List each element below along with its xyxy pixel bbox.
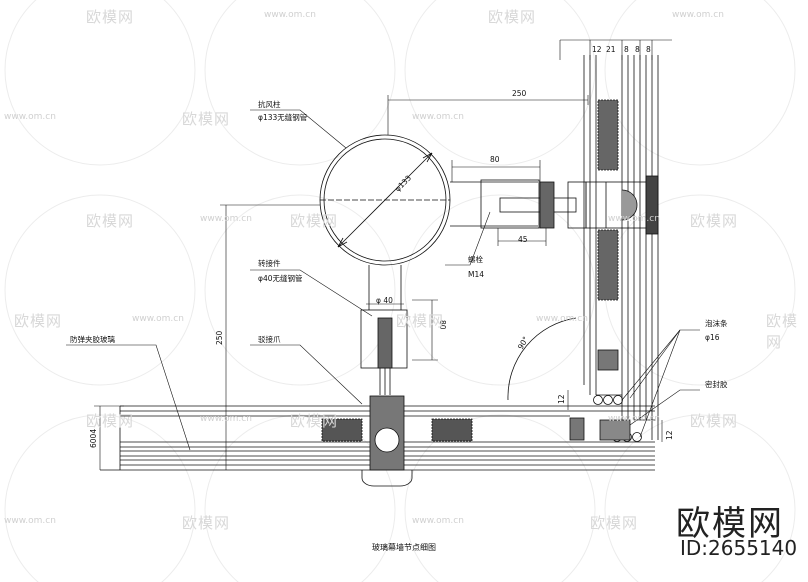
watermark-brand: 欧模网 bbox=[766, 312, 799, 351]
dimension-lines bbox=[66, 39, 700, 470]
watermark-url: www.om.cn bbox=[200, 214, 252, 224]
rod-spec: φ16 bbox=[705, 333, 720, 342]
dim-40: φ 40 bbox=[376, 296, 393, 305]
dim-12-right: 12 bbox=[665, 430, 674, 440]
watermark-url: www.om.cn bbox=[672, 10, 724, 20]
top-dim-8a: 8 bbox=[624, 45, 629, 54]
watermark-brand: 欧模网 bbox=[86, 412, 135, 430]
watermark-url: www.om.cn bbox=[412, 112, 464, 122]
watermark-url: www.om.cn bbox=[4, 112, 56, 122]
glass-title: 防弹夹胶玻璃 bbox=[70, 334, 115, 344]
top-dim-8c: 8 bbox=[646, 45, 651, 54]
connector-title: 转接件 bbox=[258, 258, 281, 268]
vertical-connector bbox=[360, 265, 413, 487]
dim-45-arm: 45 bbox=[518, 235, 528, 244]
watermark-url: www.om.cn bbox=[132, 314, 184, 324]
watermark-circles bbox=[4, 0, 796, 582]
vertical-glass-panel bbox=[583, 55, 659, 440]
dim-250-vertical: 250 bbox=[215, 330, 224, 345]
watermark-brand: 欧模网 bbox=[86, 212, 135, 230]
watermark-brand: 欧模网 bbox=[86, 8, 135, 26]
top-dim-12: 12 bbox=[592, 45, 602, 54]
annotations: 12 21 8 8 8 250 80 45 φ133 φ 40 80 250 6… bbox=[70, 45, 728, 552]
drawing-caption: 玻璃幕墙节点细图 bbox=[372, 542, 436, 552]
dim-80-vertical: 80 bbox=[438, 320, 447, 330]
watermark-brand: 欧模网 bbox=[690, 412, 739, 430]
angle-90: 90° bbox=[516, 335, 531, 351]
watermark-url: www.om.cn bbox=[536, 314, 588, 324]
column-title: 抗风柱 bbox=[258, 99, 281, 109]
dim-glass: 6004 bbox=[89, 429, 98, 448]
claw-title: 驳接爪 bbox=[258, 334, 281, 344]
watermark-url: www.om.cn bbox=[412, 516, 464, 526]
watermark-brand: 欧模网 bbox=[690, 212, 739, 230]
watermark-url: www.om.cn bbox=[608, 414, 660, 424]
dim-250-top: 250 bbox=[512, 89, 527, 98]
connector-spec: φ40无缝钢管 bbox=[258, 273, 303, 283]
watermark-logo: 欧模网 bbox=[676, 504, 784, 544]
dim-80-arm: 80 bbox=[490, 155, 500, 164]
column-tube bbox=[319, 134, 451, 266]
watermark-url: www.om.cn bbox=[264, 10, 316, 20]
watermark-brand: 欧模网 bbox=[182, 514, 231, 532]
rod-title: 泡沫条 bbox=[705, 318, 728, 328]
horizontal-arm bbox=[450, 175, 659, 235]
watermark-brand: 欧模网 bbox=[488, 8, 537, 26]
watermark-brand: 欧模网 bbox=[590, 514, 639, 532]
watermark-brand: 欧模网 bbox=[290, 212, 339, 230]
bolt-spec: M14 bbox=[468, 270, 484, 279]
backer-rods bbox=[593, 395, 642, 442]
top-dim-21: 21 bbox=[606, 45, 616, 54]
watermark-id: ID:2655140 bbox=[680, 536, 798, 560]
watermark-brand: 欧模网 bbox=[14, 312, 63, 330]
dim-133: φ133 bbox=[393, 173, 413, 193]
sealant-title: 密封胶 bbox=[705, 379, 728, 389]
bolt-title: 螺栓 bbox=[468, 254, 483, 264]
watermark-brand: 欧模网 bbox=[396, 312, 445, 330]
top-dim-8b: 8 bbox=[635, 45, 640, 54]
watermark-brand: 欧模网 bbox=[182, 110, 231, 128]
watermark-url: www.om.cn bbox=[608, 214, 660, 224]
watermark-url: www.om.cn bbox=[4, 516, 56, 526]
dim-12-left: 12 bbox=[557, 394, 566, 404]
column-spec: φ133无缝钢管 bbox=[258, 112, 308, 122]
watermark-brand: 欧模网 bbox=[290, 412, 339, 430]
watermark-url: www.om.cn bbox=[200, 414, 252, 424]
